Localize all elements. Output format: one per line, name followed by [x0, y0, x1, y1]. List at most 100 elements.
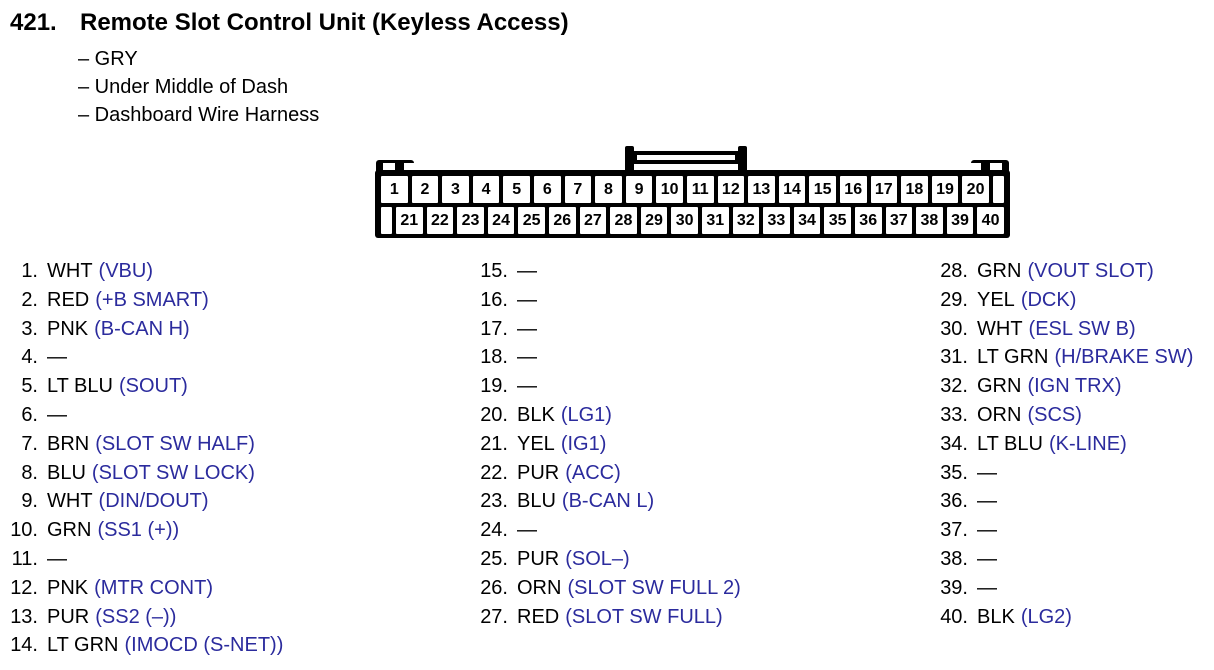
- pin-row: 30.WHT(ESL SW B): [934, 315, 1193, 344]
- pin-signal-name: (MTR CONT): [94, 576, 213, 599]
- pin-wire-color: LT BLU: [977, 432, 1043, 455]
- pin-row: 40.BLK(LG2): [934, 603, 1193, 632]
- pin-signal-name: (IGN TRX): [1027, 375, 1122, 398]
- pin-row: 7.BRN(SLOT SW HALF): [4, 430, 283, 459]
- pin-number: 33.: [940, 403, 968, 426]
- pin-column-2: 15.—16. — 17. — 18.— 19. — 20.BLK(LG1)21.YEL(IG…: [474, 257, 741, 631]
- pin-wire-color: —: [47, 403, 67, 426]
- pin-number: 5.: [21, 375, 38, 398]
- pin-number: 6.: [21, 403, 38, 426]
- pin-number: 37.: [940, 519, 968, 542]
- connector-pin-14: 14: [778, 176, 806, 203]
- pin-signal-name: (IMOCD (S-NET)): [124, 634, 284, 657]
- pin-wire-color: PNK: [47, 317, 89, 340]
- pin-number: 40.: [940, 605, 968, 628]
- pin-wire-color: —: [977, 461, 997, 484]
- pin-row: 9.WHT(DIN/DOUT): [4, 487, 283, 516]
- connector-pin-7: 7: [564, 176, 592, 203]
- pin-number: 10.: [10, 519, 38, 542]
- pin-row: 25. PUR(SOL–): [474, 545, 741, 574]
- pin-number: 32.: [940, 375, 968, 398]
- pin-row: 26.ORN(SLOT SW FULL 2): [474, 574, 741, 603]
- pin-signal-name: (LG2): [1020, 605, 1072, 628]
- pin-row: 12.PNK(MTR CONT): [4, 574, 283, 603]
- pin-row: 36.—: [934, 487, 1193, 516]
- pin-row: 20.BLK(LG1): [474, 401, 741, 430]
- connector-pin-34: 34: [793, 207, 821, 234]
- connector-pin-24: 24: [487, 207, 515, 234]
- detail-line-location: – Under Middle of Dash: [78, 76, 289, 98]
- connector-pin-13: 13: [748, 176, 775, 203]
- pin-row: 6. —: [4, 401, 283, 430]
- pin-wire-color: PUR: [517, 547, 560, 570]
- pin-row: 1.WHT(VBU): [4, 257, 283, 286]
- pin-wire-color: —: [517, 375, 537, 398]
- pin-signal-name: (SOL–): [565, 547, 630, 570]
- pin-number: 15.: [480, 260, 508, 282]
- connector-pin-1: 1: [381, 176, 408, 203]
- connector-pin-20: 20: [962, 176, 989, 203]
- pin-number: 31.: [940, 346, 968, 369]
- pin-number: 30.: [940, 317, 968, 340]
- pin-wire-color: —: [517, 519, 537, 542]
- pin-number: 29.: [940, 288, 968, 311]
- tab-notch: [990, 163, 1002, 174]
- pin-signal-name: (ESL SW B): [1028, 317, 1136, 340]
- pin-number: 2.: [21, 288, 38, 311]
- connector-pin-9: 9: [625, 176, 653, 203]
- pin-wire-color: ORN: [517, 576, 562, 599]
- connector-blank-slot: [381, 207, 392, 234]
- pin-wire-color: —: [517, 288, 537, 311]
- pin-number: 12.: [10, 576, 38, 599]
- pin-row: 23.BLU(B-CAN L): [474, 487, 741, 516]
- pin-signal-name: (SLOT SW LOCK): [91, 461, 255, 484]
- pin-row: 18.—: [474, 343, 741, 372]
- pin-row: 33.ORN(SCS): [934, 401, 1193, 430]
- pin-row: 3.PNK(B-CAN H): [4, 315, 283, 344]
- pin-number: 16.: [480, 288, 508, 311]
- pin-row: 22.PUR(ACC): [474, 459, 741, 488]
- latch-post-right: [738, 146, 747, 172]
- pin-wire-color: —: [47, 346, 67, 369]
- pin-row: 34.LT BLU(K-LINE): [934, 430, 1193, 459]
- pin-row: 35.—: [934, 459, 1193, 488]
- pin-wire-color: BRN: [47, 432, 90, 455]
- connector-pin-33: 33: [763, 207, 790, 234]
- detail-list: – GRY – Under Middle of Dash – Dashboard…: [78, 45, 319, 129]
- pin-number: 17.: [480, 317, 508, 340]
- pin-row: 21.YEL(IG1): [474, 430, 741, 459]
- pin-row: 2.RED(+B SMART): [4, 286, 283, 315]
- pin-signal-name: (SS1 (+)): [97, 519, 180, 542]
- pin-row: 37.—: [934, 516, 1193, 545]
- pin-row: 32.GRN(IGN TRX): [934, 372, 1193, 401]
- pin-number: 24.: [480, 519, 508, 542]
- pin-row: 11.—: [4, 545, 283, 574]
- pin-signal-name: (IG1): [560, 432, 607, 455]
- pin-number: 25.: [480, 547, 508, 570]
- pin-row: 13.PUR(SS2 (–)): [4, 603, 283, 632]
- pin-wire-color: LT GRN: [977, 346, 1049, 369]
- pin-signal-name: (SOUT): [118, 375, 188, 398]
- pin-signal-name: (LG1): [560, 403, 612, 426]
- connector-pin-27: 27: [579, 207, 607, 234]
- pin-column-1: 1.WHT(VBU)2.RED(+B SMART)3.PNK(B-CAN H)4…: [4, 257, 283, 660]
- pin-row: 15.—: [474, 257, 741, 286]
- pin-wire-color: RED: [47, 288, 90, 311]
- pin-signal-name: (B-CAN L): [561, 490, 655, 513]
- pin-signal-name: (DIN/DOUT): [98, 490, 209, 513]
- connector-pin-35: 35: [824, 207, 851, 234]
- pin-row: 24. —: [474, 516, 741, 545]
- connector-pin-2: 2: [411, 176, 439, 203]
- pin-number: 27.: [480, 605, 508, 628]
- pin-signal-name: (H/BRAKE SW): [1054, 346, 1194, 369]
- pin-number: 4.: [21, 346, 38, 369]
- connector-pin-4: 4: [472, 176, 500, 203]
- latch-post-left: [625, 146, 634, 172]
- pin-number: 3.: [21, 317, 38, 340]
- pin-signal-name: (DCK): [1020, 288, 1077, 311]
- pin-number: 19.: [480, 375, 508, 398]
- pin-wire-color: GRN: [977, 260, 1022, 282]
- pin-row: 38.—: [934, 545, 1193, 574]
- pin-row: 19. —: [474, 372, 741, 401]
